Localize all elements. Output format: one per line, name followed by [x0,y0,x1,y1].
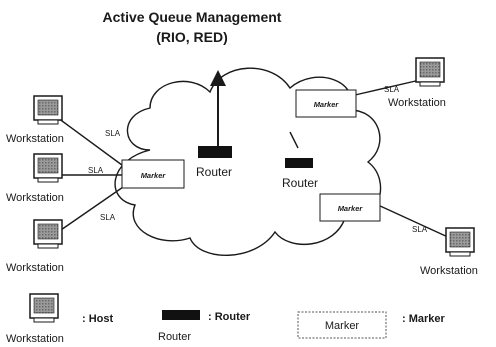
sla-label: SLA [105,129,121,138]
workstation-left-top: Workstation [6,95,64,145]
legend-host-caption: Workstation [6,333,64,345]
legend-marker: Marker : Marker [297,311,446,339]
sla-label: SLA [384,85,400,94]
marker-left: Marker [121,159,185,189]
workstation-right-bottom: Workstation [420,227,478,277]
workstation-right-top: Workstation [388,57,446,109]
diagram-title-line2: (RIO, RED) [156,29,228,45]
sla-label: SLA [88,166,104,175]
link-ws-left-bottom [57,184,127,233]
link-router-mid [289,131,299,149]
workstation-label: Workstation [388,97,446,109]
link-ws-left-top [57,117,127,169]
router-icon [162,310,200,320]
monitor-icon [33,153,63,183]
legend-router-caption: Router [158,331,191,343]
sla-label: SLA [100,213,116,222]
router-icon [285,158,313,168]
marker-right-label: Marker [338,204,364,213]
marker-top: Marker [295,89,357,118]
legend-marker-label: : Marker [402,313,446,325]
legend-host: : Host Workstation [6,293,114,345]
workstation-label: Workstation [6,133,64,145]
router-1-label: Router [196,165,232,179]
monitor-icon [33,219,63,249]
marker-left-label: Marker [141,171,167,180]
legend-router-label: : Router [208,311,251,323]
legend-host-label: : Host [82,313,114,325]
marker-right: Marker [319,193,381,222]
legend-marker-box-label: Marker [325,320,360,332]
monitor-icon [445,227,475,257]
router-icon [198,146,232,158]
link-ws-right-bottom [377,204,451,239]
monitor-icon [33,95,63,125]
marker-top-label: Marker [314,100,340,109]
router-2-label: Router [282,176,318,190]
router-2: Router [282,158,318,190]
workstation-label: Workstation [6,192,64,204]
links [57,79,451,239]
workstation-label: Workstation [420,265,478,277]
legend: : Host Workstation : Router Router Marke… [6,293,446,345]
legend-router: : Router Router [158,310,251,343]
workstation-left-mid: Workstation [6,153,64,204]
monitor-icon [415,57,445,87]
monitor-icon [29,293,59,323]
sla-label: SLA [412,225,428,234]
link-ws-right-top [354,79,421,96]
workstation-label: Workstation [6,262,64,274]
router-1: Router [196,146,232,179]
diagram-title-line1: Active Queue Management [103,9,282,25]
workstation-left-bottom: Workstation [6,219,64,274]
